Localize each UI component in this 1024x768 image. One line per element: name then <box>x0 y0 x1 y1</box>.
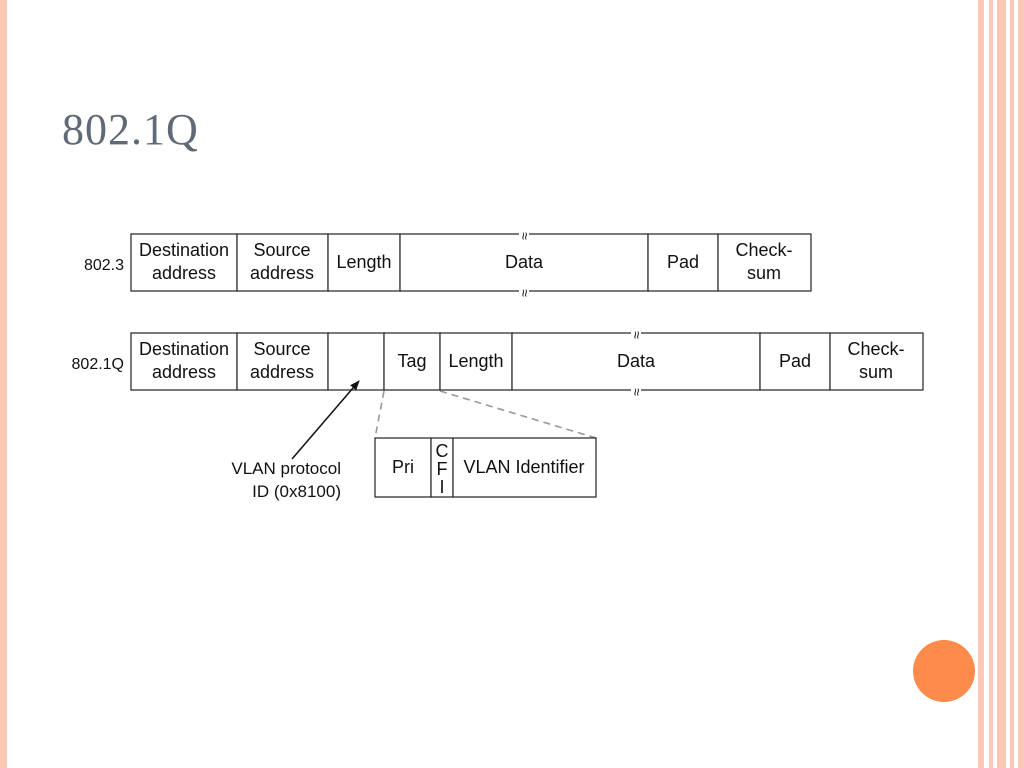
field-vlan-identifier <box>452 437 597 498</box>
frame-8023-label: 802.3 <box>84 257 124 274</box>
field-text: Tag <box>397 351 426 371</box>
frame-8021q: 802.1Q Destination address Source addres… <box>72 329 924 396</box>
tag-expansion-line <box>374 390 385 439</box>
break-gap <box>631 329 641 338</box>
field-text: address <box>250 263 314 283</box>
decorative-right-stripe <box>1010 0 1014 768</box>
field-text: Check- <box>847 339 904 359</box>
field-text: address <box>152 263 216 283</box>
field-text: Source <box>253 339 310 359</box>
field-text: Data <box>505 252 544 272</box>
frame-8023: 802.3 Destination address Source address… <box>84 230 812 297</box>
field-checksum <box>717 233 812 292</box>
field-text: Source <box>253 240 310 260</box>
field-text: address <box>152 362 216 382</box>
frame-8021q-label: 802.1Q <box>72 356 124 373</box>
decorative-left-bar <box>0 0 7 768</box>
field-destination-address <box>130 233 238 292</box>
break-mark: ≈ <box>629 331 645 339</box>
break-mark: ≈ <box>629 388 645 396</box>
field-text: Pad <box>779 351 811 371</box>
break-gap <box>519 230 529 239</box>
decorative-right-stripe <box>997 0 1006 768</box>
break-mark: ≈ <box>517 289 533 297</box>
field-text: Length <box>448 351 503 371</box>
callout-arrow <box>291 380 360 460</box>
field-pad <box>647 233 719 292</box>
field-length <box>439 332 513 391</box>
field-source-address <box>236 332 329 391</box>
field-checksum <box>829 332 924 391</box>
field-pad <box>759 332 831 391</box>
field-text: F <box>437 459 448 479</box>
break-gap <box>631 386 641 395</box>
field-source-address <box>236 233 329 292</box>
field-length <box>327 233 401 292</box>
field-text: C <box>436 441 449 461</box>
field-vlan-protocol-id <box>327 332 385 391</box>
field-text: Destination <box>139 339 229 359</box>
decorative-right-stripe <box>989 0 993 768</box>
field-text: Length <box>336 252 391 272</box>
field-destination-address <box>130 332 238 391</box>
field-text: Destination <box>139 240 229 260</box>
tag-detail: Pri C F I VLAN Identifier <box>374 437 597 498</box>
break-mark: ≈ <box>517 232 533 240</box>
decorative-circle <box>913 640 975 702</box>
field-data <box>511 332 761 391</box>
callout-text: ID (0x8100) <box>252 482 341 501</box>
callout-text: VLAN protocol <box>231 459 341 478</box>
field-text: sum <box>859 362 893 382</box>
field-text: Pri <box>392 457 414 477</box>
field-text: Data <box>617 351 656 371</box>
field-text: sum <box>747 263 781 283</box>
slide-title: 802.1Q <box>62 105 199 154</box>
field-text: Check- <box>735 240 792 260</box>
field-text: I <box>439 477 444 497</box>
field-text: VLAN Identifier <box>463 457 584 477</box>
field-text: Pad <box>667 252 699 272</box>
field-tag <box>383 332 441 391</box>
decorative-right-stripe <box>978 0 984 768</box>
decorative-right-stripe <box>1018 0 1024 768</box>
break-gap <box>519 287 529 296</box>
field-text: address <box>250 362 314 382</box>
field-pri <box>374 437 432 498</box>
tag-expansion-line <box>439 390 597 439</box>
